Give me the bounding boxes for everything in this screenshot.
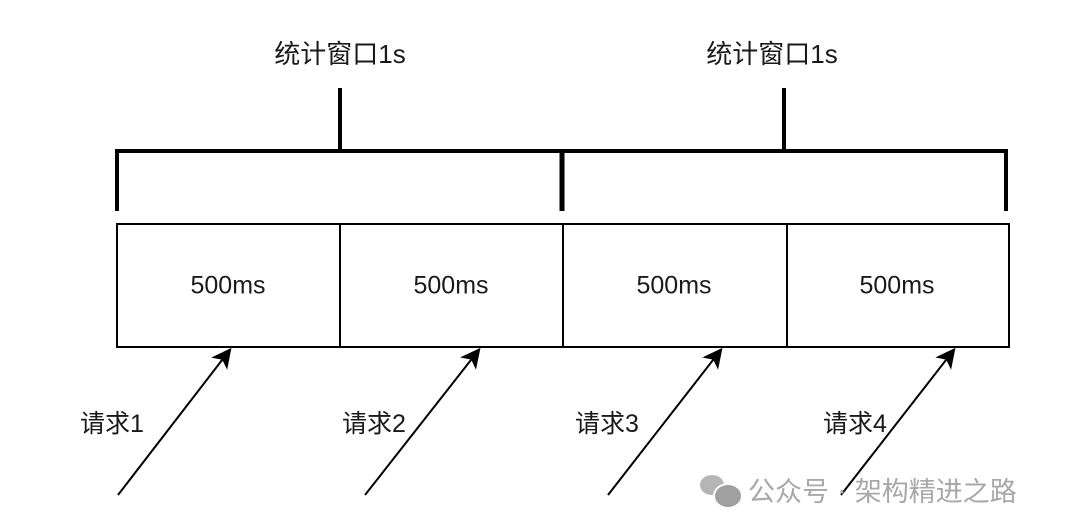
request-arrow-1 — [117, 347, 232, 496]
watermark-text: 公众号 · 架构精进之路 — [748, 477, 1017, 508]
request-label-4: 请求4 — [823, 410, 887, 438]
request-arrow-3 — [607, 347, 723, 496]
request-arrow-4 — [840, 347, 956, 496]
window-bracket-1 — [115, 88, 564, 211]
segment-label-2: 500ms — [413, 271, 489, 300]
request-arrow-2 — [364, 347, 481, 496]
request-label-2: 请求2 — [342, 410, 406, 438]
segment-label-1: 500ms — [190, 271, 266, 300]
window-label-1: 统计窗口1s — [274, 39, 406, 69]
watermark: 公众号 · 架构精进之路 — [700, 470, 1017, 509]
request-label-3: 请求3 — [575, 410, 639, 438]
request-label-1: 请求1 — [80, 410, 144, 438]
segment-box-4 — [786, 223, 1010, 348]
window-label-2: 统计窗口1s — [706, 39, 838, 69]
timeline-segments — [116, 223, 1010, 348]
wechat-icon — [700, 473, 743, 509]
request-arrows — [117, 347, 956, 496]
segment-label-3: 500ms — [636, 271, 712, 300]
window-bracket-2 — [559, 88, 1008, 211]
segment-label-4: 500ms — [859, 271, 935, 300]
